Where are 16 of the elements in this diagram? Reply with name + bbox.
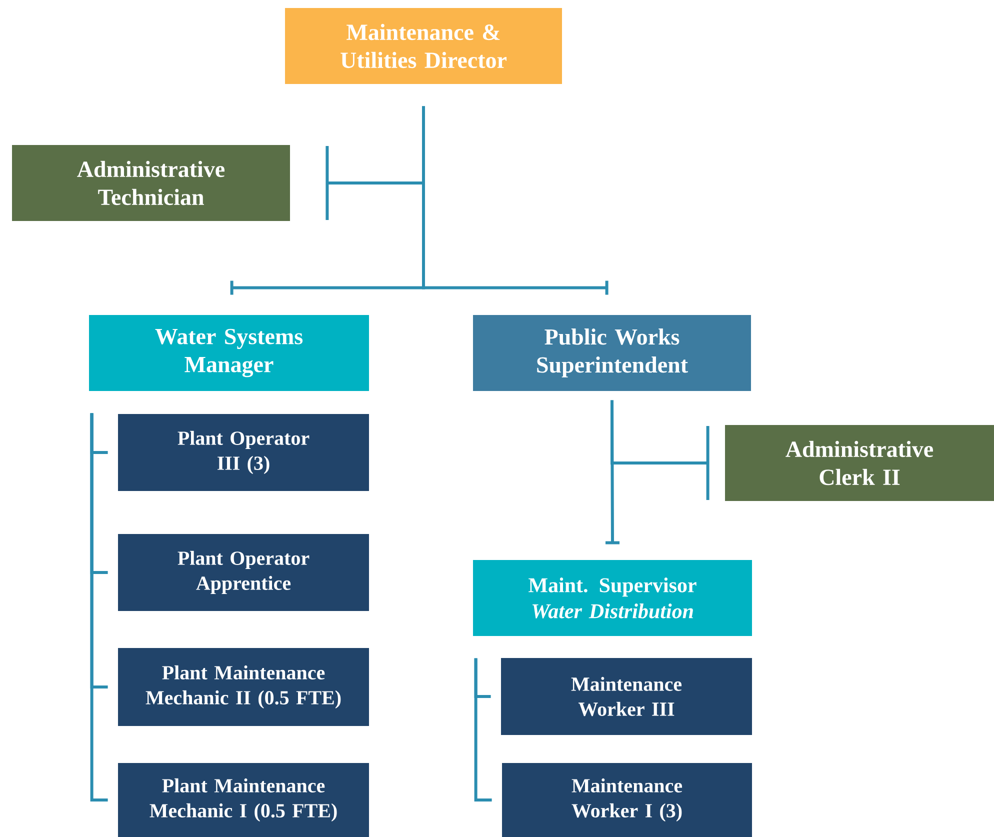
role-box: Plant Maintenance Mechanic II (0.5 FTE): [118, 648, 369, 726]
role-box: Public Works Superintendent: [473, 315, 751, 391]
role-box: Plant Operator Apprentice: [118, 534, 369, 611]
role-box: Maintenance Worker III: [501, 658, 752, 735]
role-box: Administrative Clerk II: [725, 425, 994, 501]
role-box: Plant Maintenance Mechanic I (0.5 FTE): [118, 763, 369, 837]
connector: [422, 104, 608, 296]
title-box: Maintenance & Utilities Director: [285, 8, 562, 84]
role-box: Maintenance Worker I (3): [502, 763, 752, 837]
role-box: Maint. Supervisor Water Distribution: [473, 560, 752, 636]
role-box: Water Systems Manager: [89, 315, 369, 391]
role-box: Plant Operator III (3): [118, 414, 369, 491]
role-box: Administrative Technician: [12, 145, 290, 221]
connector: [474, 658, 492, 802]
connector: [604, 398, 621, 544]
connector: [90, 413, 108, 802]
